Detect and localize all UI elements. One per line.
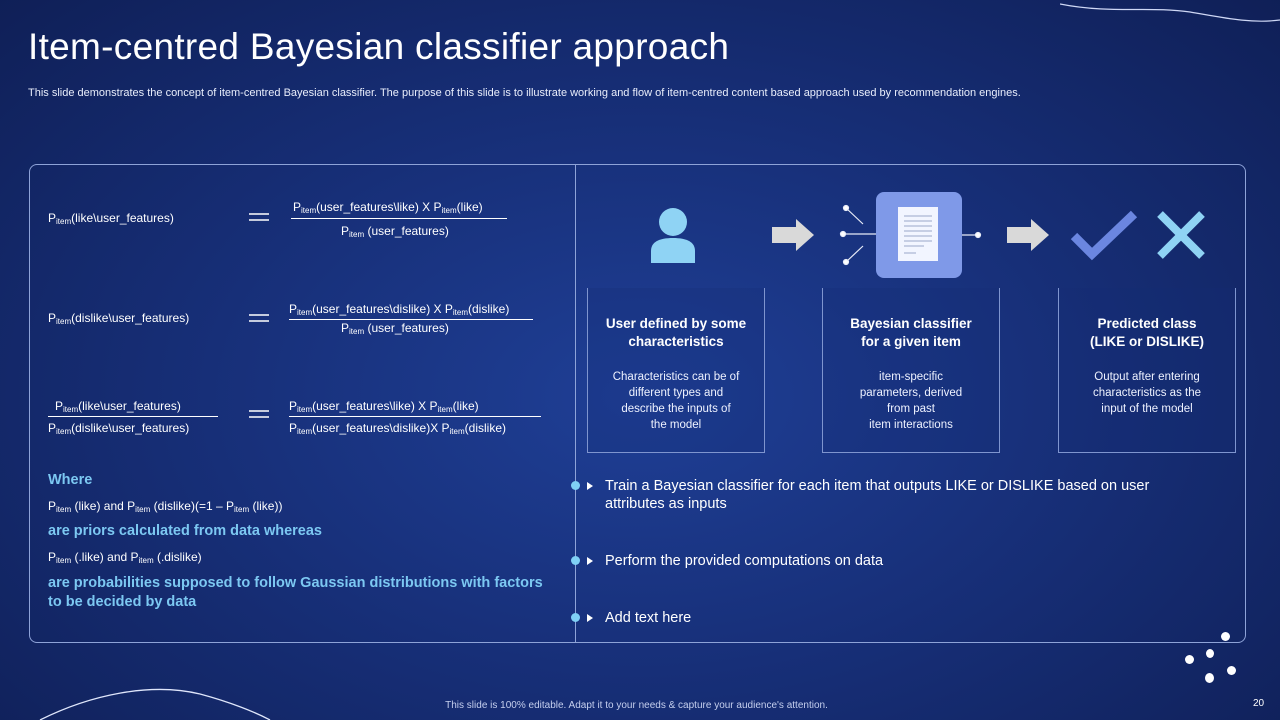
bullet-text-3: Add text here bbox=[605, 610, 692, 626]
bullet-text-2: Perform the provided computations on dat… bbox=[605, 553, 884, 569]
formula-1-fraction-line bbox=[291, 218, 507, 219]
step-text: item-specific parameters, derived from p… bbox=[859, 371, 963, 431]
formula-3-fraction-line bbox=[289, 416, 541, 417]
decorative-dot bbox=[1206, 649, 1214, 658]
content-frame bbox=[29, 164, 1246, 643]
formula-3-lhs-fraction-line bbox=[48, 416, 218, 417]
equals-sign-1 bbox=[249, 213, 269, 221]
formula-1-denominator: Pitem (user_features) bbox=[341, 224, 449, 239]
step-title: Bayesian classifier for a given item bbox=[850, 316, 972, 349]
bullet-arrow-icon bbox=[587, 557, 593, 565]
footer-note: This slide is 100% editable. Adapt it to… bbox=[445, 700, 828, 711]
step-text: Characteristics can be of different type… bbox=[612, 371, 740, 431]
formula-1-numerator: Pitem(user_features\like) X Pitem(like) bbox=[293, 200, 483, 215]
decorative-dot bbox=[1185, 655, 1194, 664]
decorative-dot bbox=[1227, 666, 1236, 675]
bullet-arrow-icon bbox=[587, 614, 593, 622]
decorative-curve-bottom bbox=[39, 688, 271, 720]
step-box-user: User defined by some characteristics Cha… bbox=[587, 288, 765, 453]
formula-2-denominator: Pitem (user_features) bbox=[341, 321, 449, 336]
cross-icon bbox=[1157, 211, 1205, 259]
step-title: User defined by some characteristics bbox=[605, 316, 747, 349]
where-priors-formula: Pitem (like) and Pitem (dislike)(=1 – Pi… bbox=[48, 499, 283, 514]
step-text: Output after entering characteristics as… bbox=[1092, 371, 1201, 415]
arrow-right-icon-2 bbox=[1007, 219, 1049, 251]
where-heading: Where bbox=[48, 472, 93, 488]
decorative-dot bbox=[1221, 632, 1230, 641]
bullet-arrow-icon bbox=[587, 482, 593, 490]
slide-title: Item-centred Bayesian classifier approac… bbox=[28, 26, 730, 67]
equals-sign-3 bbox=[249, 410, 269, 418]
vertical-divider bbox=[575, 164, 576, 643]
where-probabilities-text: are probabilities supposed to follow Gau… bbox=[48, 575, 543, 610]
decorative-dot bbox=[1205, 673, 1214, 683]
bullet-text-1: Train a Bayesian classifier for each ite… bbox=[605, 478, 1150, 512]
document-network-icon bbox=[839, 192, 982, 278]
bullet-dot-icon bbox=[571, 481, 580, 490]
formula-3-lhs-numerator: Pitem(like\user_features) bbox=[55, 399, 181, 414]
page-number: 20 bbox=[1253, 698, 1265, 709]
equals-sign-2 bbox=[249, 314, 269, 322]
where-priors-text: are priors calculated from data whereas bbox=[48, 523, 322, 539]
formula-2-numerator: Pitem(user_features\dislike) X Pitem(dis… bbox=[289, 302, 510, 317]
formula-3-lhs-denominator: Pitem(dislike\user_features) bbox=[48, 421, 190, 436]
step-title: Predicted class (LIKE or DISLIKE) bbox=[1090, 316, 1204, 349]
formula-3-denominator: Pitem(user_features\dislike)X Pitem(disl… bbox=[289, 421, 506, 436]
user-icon bbox=[651, 208, 695, 263]
formula-2-lhs: Pitem(dislike\user_features) bbox=[48, 311, 190, 326]
check-icon bbox=[1070, 210, 1138, 261]
where-probabilities-formula: Pitem (.like) and Pitem (.dislike) bbox=[48, 550, 202, 565]
formula-1-lhs: Pitem(like\user_features) bbox=[48, 211, 174, 226]
arrow-right-icon-1 bbox=[772, 219, 814, 251]
step-box-predicted-class: Predicted class (LIKE or DISLIKE) Output… bbox=[1058, 288, 1236, 453]
formula-2-fraction-line bbox=[289, 319, 533, 320]
bullet-dot-icon bbox=[571, 556, 580, 565]
slide-subtitle: This slide demonstrates the concept of i… bbox=[28, 87, 1021, 99]
step-box-classifier: Bayesian classifier for a given item ite… bbox=[822, 288, 1000, 453]
formula-3-numerator: Pitem(user_features\like) X Pitem(like) bbox=[289, 399, 479, 414]
decorative-curve-top bbox=[1060, 3, 1280, 22]
bullet-dot-icon bbox=[571, 613, 580, 622]
